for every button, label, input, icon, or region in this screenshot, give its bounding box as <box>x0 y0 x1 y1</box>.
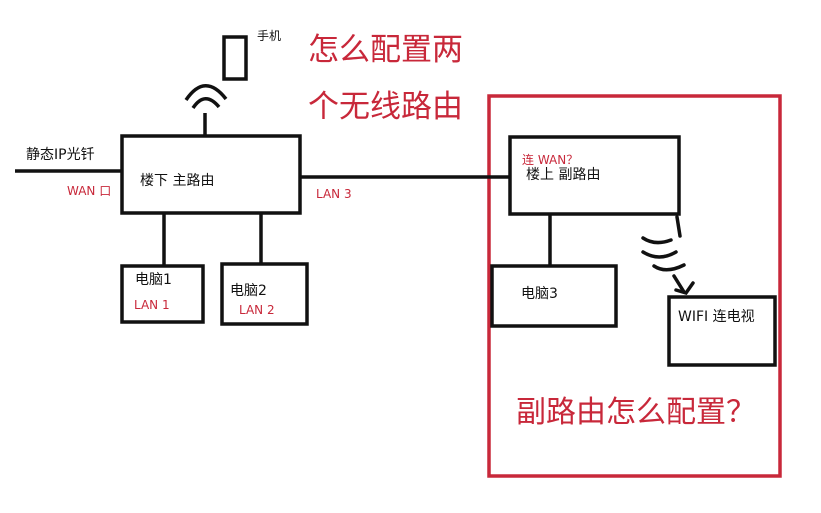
question-heading-line1: 怎么配置两 <box>308 32 463 68</box>
tv-box <box>667 295 777 367</box>
pc2-box <box>220 262 309 326</box>
secondary-router-highlight-frame <box>487 94 782 478</box>
main-router-label: 楼下 主路由 <box>140 173 215 189</box>
phone-label: 手机 <box>257 29 282 43</box>
lan3-label: LAN 3 <box>316 187 352 201</box>
lan1-label: LAN 1 <box>134 298 170 312</box>
fiber-label: 静态IP光钎 <box>26 147 95 163</box>
pc2-label: 电脑2 <box>230 283 267 299</box>
pc1-box <box>120 264 205 324</box>
lan2-label: LAN 2 <box>239 303 275 317</box>
secondary-router-question: 副路由怎么配置？ <box>516 395 756 430</box>
phone-icon <box>222 35 248 81</box>
main-router-box <box>120 134 302 215</box>
wifi-waves-arrow-icon <box>641 215 695 296</box>
secondary-router-label: 楼上 副路由 <box>526 167 601 183</box>
pc3-box <box>490 264 618 328</box>
wan-port-label: WAN 口 <box>67 184 112 198</box>
wifi-tv-label: WIFI 连电视 <box>678 309 755 325</box>
connect-wan-label: 连 WAN？ <box>522 153 579 167</box>
pc1-label: 电脑1 <box>135 272 172 288</box>
question-heading-line2: 个无线路由 <box>308 89 463 125</box>
pc3-label: 电脑3 <box>521 286 558 302</box>
wifi-signal-icon <box>184 84 228 136</box>
secondary-router-box <box>508 135 681 216</box>
